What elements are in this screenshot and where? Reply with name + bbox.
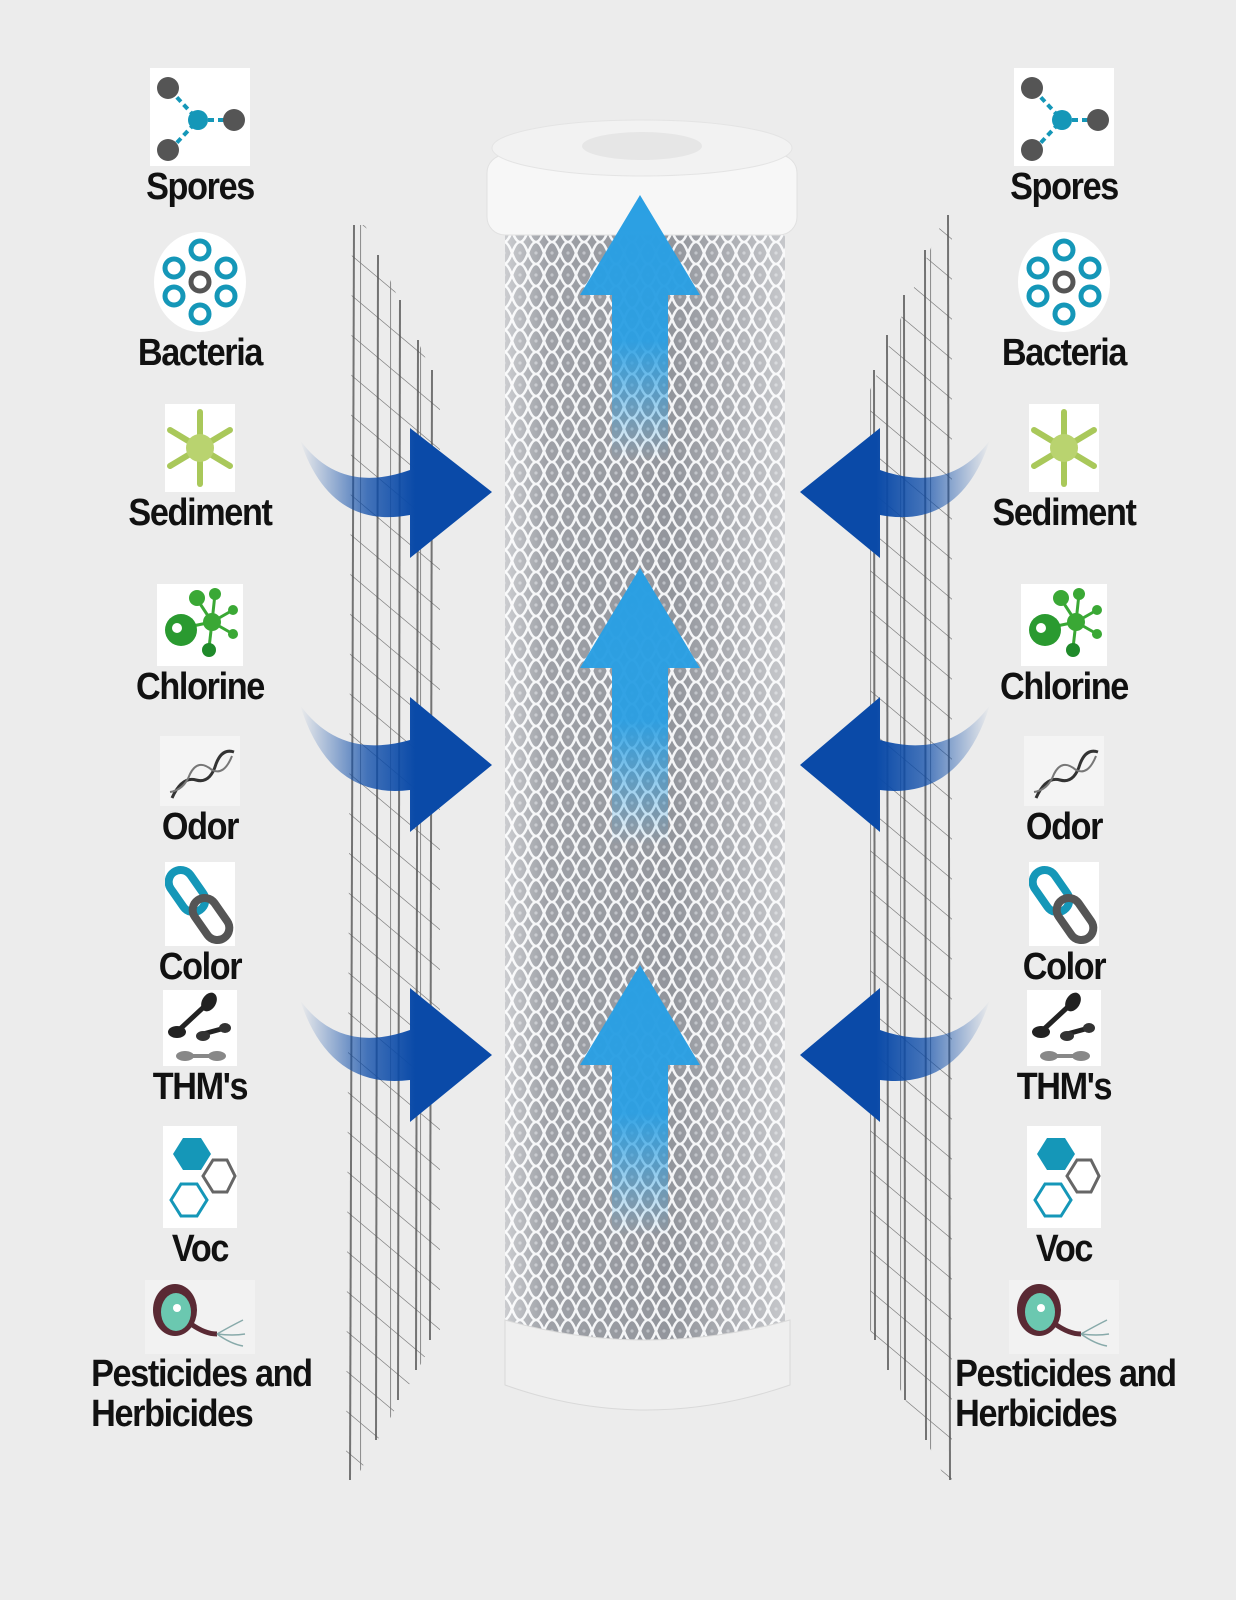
contaminant-bacteria: Bacteria — [60, 232, 340, 374]
contaminant-label: Color — [158, 946, 243, 988]
contaminant-pesticides-herbicides: Pesticides and Herbicides — [924, 1280, 1204, 1434]
thm-molecule-icon — [163, 990, 237, 1066]
contaminant-label: Odor — [1025, 806, 1104, 848]
contaminant-color: Color — [924, 862, 1204, 988]
contaminant-voc: Voc — [60, 1126, 340, 1270]
microbe-cell-icon — [1009, 1280, 1119, 1354]
contaminant-odor: Odor — [924, 736, 1204, 848]
contaminant-label: Odor — [161, 806, 240, 848]
contaminant-thms: THM's — [924, 990, 1204, 1108]
contaminant-label: Bacteria — [137, 332, 264, 374]
contaminant-pesticides-herbicides: Pesticides and Herbicides — [60, 1280, 340, 1434]
contaminant-bacteria: Bacteria — [924, 232, 1204, 374]
contaminant-label: Color — [1022, 946, 1107, 988]
contaminant-label: Voc — [1035, 1228, 1093, 1270]
left-contaminant-list: Spores Bacteria Sediment Chlorine Odor C… — [60, 0, 340, 1600]
hexagon-cluster-icon — [1027, 1126, 1101, 1228]
label-line-2: Herbicides — [955, 1393, 1118, 1435]
upflow-arrows — [580, 195, 700, 1235]
left-mesh-screen — [346, 224, 440, 1481]
contaminant-spores: Spores — [60, 68, 340, 208]
contaminant-label: THM's — [152, 1066, 249, 1108]
label-line-2: Herbicides — [91, 1393, 254, 1435]
snowflake-crystal-icon — [1029, 404, 1099, 492]
hexagon-cluster-icon — [163, 1126, 237, 1228]
contaminant-label: Bacteria — [1001, 332, 1128, 374]
snowflake-crystal-icon — [165, 404, 235, 492]
contaminant-chlorine: Chlorine — [60, 584, 340, 708]
contaminant-label: Chlorine — [136, 666, 265, 708]
chlorine-molecule-icon — [1021, 584, 1107, 666]
contaminant-chlorine: Chlorine — [924, 584, 1204, 708]
contaminant-label: Chlorine — [1000, 666, 1129, 708]
dna-strand-icon — [160, 736, 240, 806]
contaminant-label: Pesticides and Herbicides — [91, 1354, 327, 1434]
contaminant-label: Voc — [171, 1228, 229, 1270]
molecule-icon — [1014, 68, 1114, 166]
contaminant-label: Sediment — [992, 492, 1136, 534]
contaminant-label: Pesticides and Herbicides — [955, 1354, 1191, 1434]
contaminant-label: Sediment — [128, 492, 272, 534]
contaminant-label: Spores — [146, 166, 255, 208]
microbe-cell-icon — [145, 1280, 255, 1354]
contaminant-color: Color — [60, 862, 340, 988]
dna-strand-icon — [1024, 736, 1104, 806]
chain-link-icon — [1029, 862, 1099, 946]
contaminant-thms: THM's — [60, 990, 340, 1108]
bacteria-ring-icon — [1018, 232, 1110, 332]
label-line-1: Pesticides and — [91, 1353, 313, 1395]
molecule-icon — [150, 68, 250, 166]
contaminant-voc: Voc — [924, 1126, 1204, 1270]
chlorine-molecule-icon — [157, 584, 243, 666]
label-line-1: Pesticides and — [955, 1353, 1177, 1395]
left-inflow-arrows — [300, 428, 492, 1122]
thm-molecule-icon — [1027, 990, 1101, 1066]
chain-link-icon — [165, 862, 235, 946]
bacteria-ring-icon — [154, 232, 246, 332]
contaminant-sediment: Sediment — [60, 404, 340, 534]
contaminant-odor: Odor — [60, 736, 340, 848]
contaminant-label: Spores — [1010, 166, 1119, 208]
contaminant-sediment: Sediment — [924, 404, 1204, 534]
right-inflow-arrows — [800, 428, 990, 1122]
contaminant-spores: Spores — [924, 68, 1204, 208]
right-contaminant-list: Spores Bacteria Sediment Chlorine Odor C… — [924, 0, 1204, 1600]
contaminant-label: THM's — [1016, 1066, 1113, 1108]
